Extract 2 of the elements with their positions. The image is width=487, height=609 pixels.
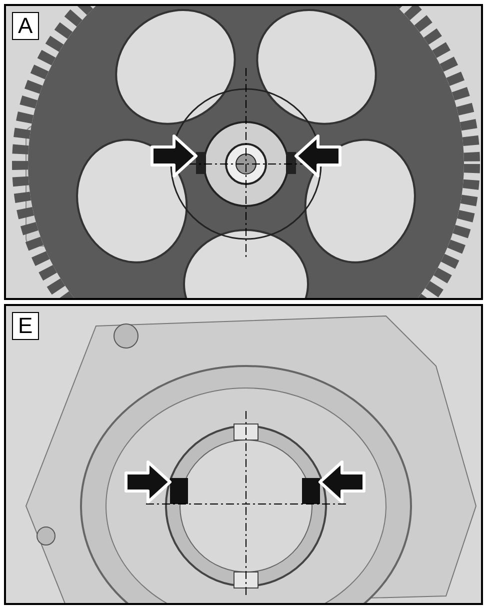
- panel-letter: A: [12, 12, 39, 40]
- panel-letter: E: [12, 312, 39, 340]
